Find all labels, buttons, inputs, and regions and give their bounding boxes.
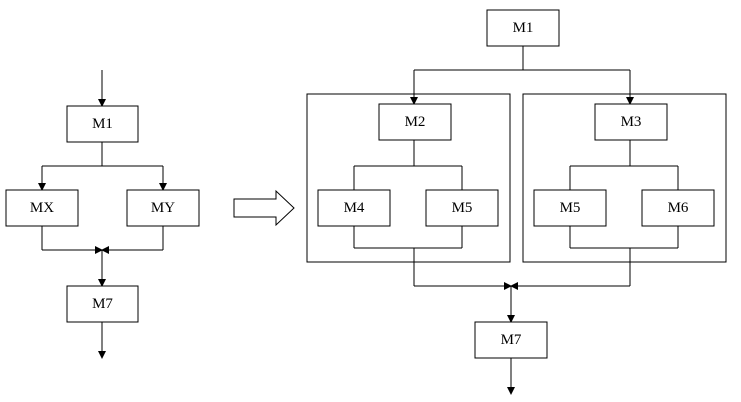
left-node-m1: M1 — [66, 105, 139, 143]
group-box-right — [522, 93, 727, 263]
right-node-m5b-label: M5 — [560, 200, 581, 216]
right-node-m4: M4 — [317, 189, 391, 227]
right-node-m6: M6 — [641, 189, 715, 227]
right-node-m6-label: M6 — [668, 200, 689, 216]
left-node-my-label: MY — [151, 200, 175, 216]
left-node-my: MY — [126, 189, 200, 227]
right-diagram: M1 M2 M4 M5 M3 — [306, 9, 727, 395]
right-node-m1-label: M1 — [513, 20, 534, 36]
right-node-m5b: M5 — [533, 189, 607, 227]
left-node-m7-label: M7 — [92, 296, 113, 312]
right-node-m1: M1 — [486, 9, 560, 47]
right-node-m3-label: M3 — [621, 114, 642, 130]
right-node-m5a: M5 — [425, 189, 499, 227]
right-node-m7-label: M7 — [501, 332, 522, 348]
left-node-m1-label: M1 — [92, 116, 113, 132]
right-node-m2-label: M2 — [405, 114, 426, 130]
right-node-m2: M2 — [378, 103, 452, 141]
left-node-m7: M7 — [66, 285, 139, 323]
left-diagram: M1 MX MY M7 — [5, 70, 200, 359]
left-node-mx: MX — [5, 189, 79, 227]
right-node-m3: M3 — [594, 103, 668, 141]
left-node-mx-label: MX — [30, 200, 54, 216]
right-node-m4-label: M4 — [344, 200, 365, 216]
transform-arrow-icon — [233, 189, 295, 227]
group-box-left — [306, 93, 511, 263]
right-node-m7: M7 — [474, 321, 548, 359]
right-node-m5a-label: M5 — [452, 200, 473, 216]
